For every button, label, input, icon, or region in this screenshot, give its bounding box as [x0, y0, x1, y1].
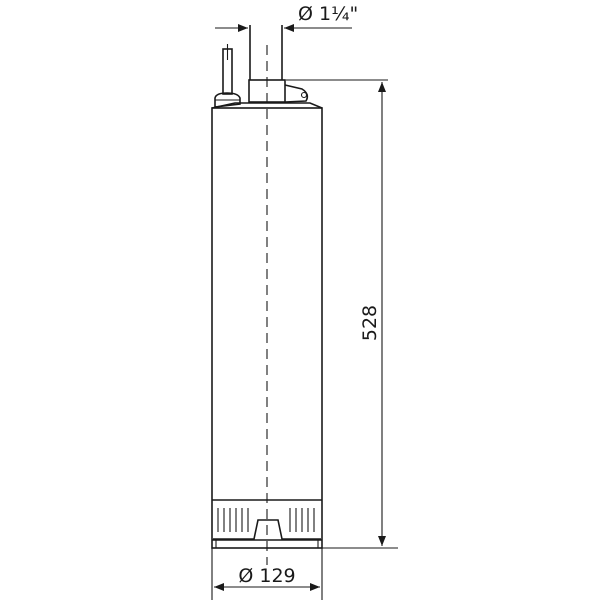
body-diameter-label: Ø 129 — [238, 565, 295, 587]
intake-screen — [213, 508, 321, 540]
height-dimension: 528 — [286, 79, 398, 549]
body-diameter-dimension: Ø 129 — [211, 548, 323, 600]
pipe-diameter-label: Ø 1¼" — [298, 3, 358, 25]
discharge-outlet — [248, 25, 309, 103]
height-label: 528 — [359, 305, 381, 341]
pipe-diameter-dimension: Ø 1¼" — [215, 3, 358, 32]
cable-connector — [214, 44, 241, 108]
